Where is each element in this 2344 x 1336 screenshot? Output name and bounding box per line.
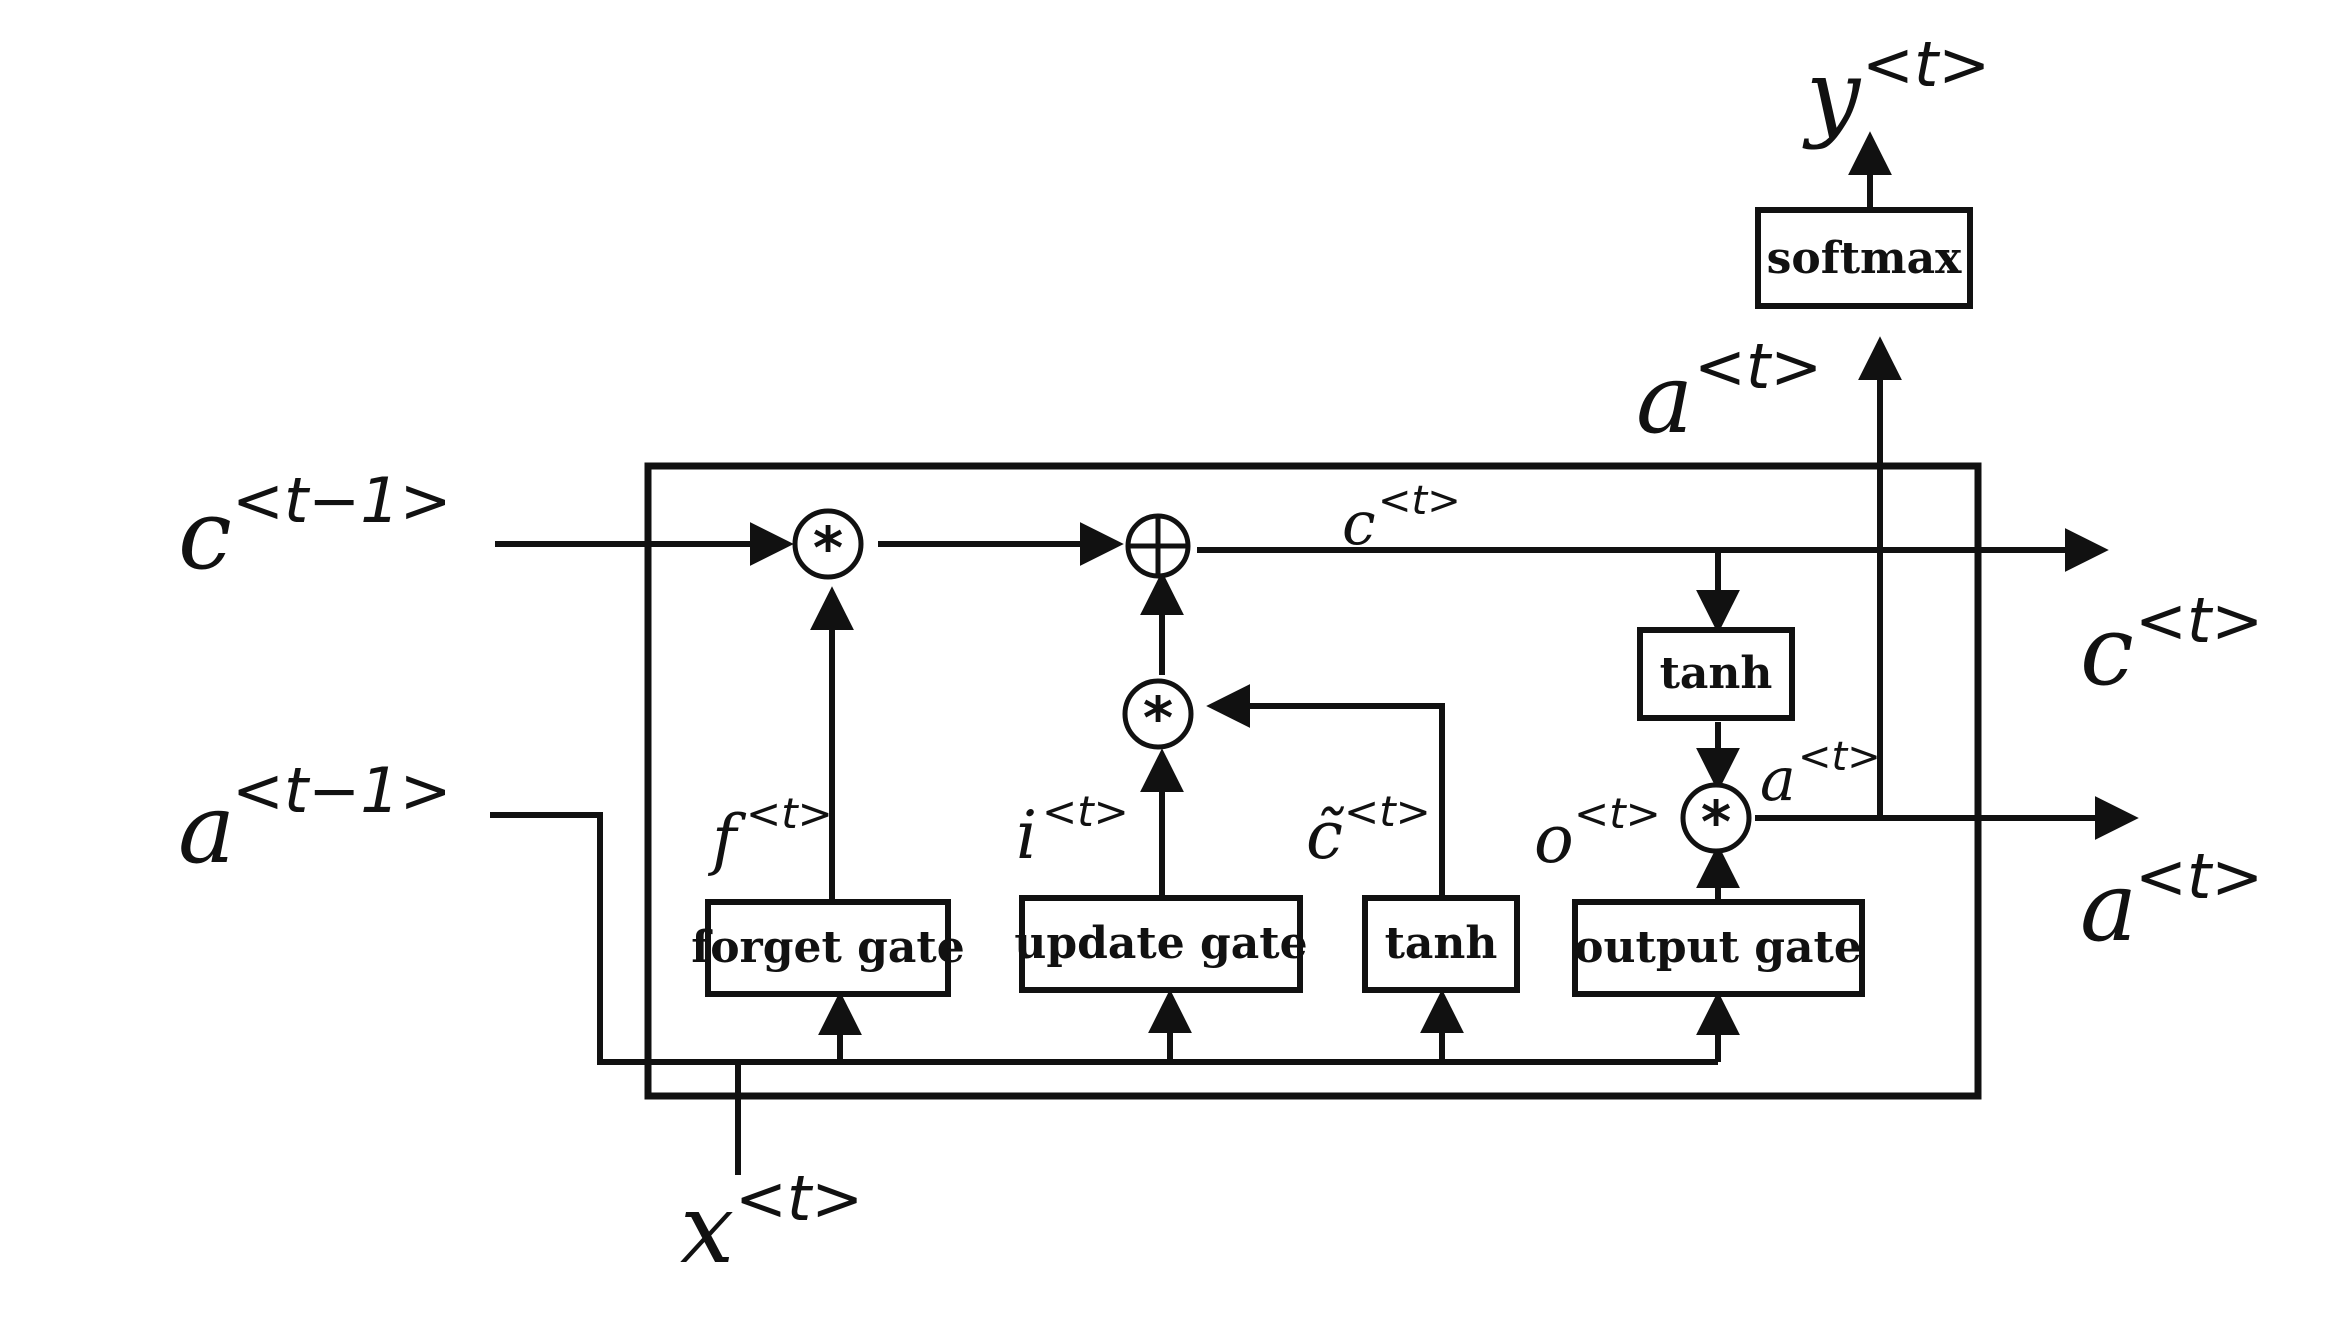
svg-text:a: a [1636, 343, 1693, 455]
update-multiply-operator: * [1122, 678, 1194, 752]
svg-text:<t>: <t> [2135, 840, 2263, 913]
c-prev-label: c <t−1> [178, 464, 452, 591]
svg-text:x: x [680, 1173, 734, 1285]
c-t-output-label: c <t> [2080, 584, 2263, 707]
svg-text:<t−1>: <t−1> [232, 754, 452, 827]
a-t-inner-label: a <t> [1760, 734, 1881, 815]
svg-text:*: * [1701, 788, 1731, 856]
softmax-label: softmax [1767, 233, 1962, 284]
svg-text:c: c [1342, 489, 1376, 559]
a-t-up-label: a <t> [1636, 330, 1822, 455]
svg-text:<t>: <t> [746, 789, 833, 838]
c-t-inner-label: c <t> [1342, 478, 1461, 559]
o-t-label: o <t> [1534, 789, 1661, 878]
softmax-box [1755, 207, 1973, 309]
svg-text:c: c [2080, 595, 2134, 707]
svg-text:a: a [2080, 851, 2137, 963]
svg-text:a: a [178, 773, 235, 885]
forget-multiply-operator: * [792, 508, 864, 582]
update-gate-label: update gate [1014, 918, 1307, 969]
svg-text:<t−1>: <t−1> [232, 464, 452, 537]
svg-text:y: y [1802, 39, 1862, 151]
output-gate-label: output gate [1574, 922, 1862, 973]
tanh-cell-label: tanh [1660, 648, 1773, 699]
a-prev-path [490, 812, 1718, 1065]
update-gate-box [1019, 895, 1303, 993]
svg-text:<t>: <t> [1574, 789, 1661, 838]
a-t-output-label: a <t> [2080, 840, 2263, 963]
y-t-label: y <t> [1802, 28, 1990, 151]
svg-text:*: * [1143, 684, 1173, 752]
svg-text:<t>: <t> [2135, 584, 2263, 657]
svg-text:*: * [813, 514, 843, 582]
i-t-label: i <t> [1016, 787, 1129, 874]
output-gate-box [1572, 899, 1865, 997]
f-t-label: f <t> [707, 789, 833, 878]
tanh-cell-box [1637, 627, 1795, 721]
lstm-cell-frame [644, 462, 1982, 1100]
svg-text:o: o [1534, 801, 1574, 878]
cell-add-operator [1125, 513, 1191, 579]
svg-text:<t>: <t> [1798, 734, 1881, 780]
svg-text:c: c [178, 479, 232, 591]
tanh-candidate-box [1362, 895, 1520, 993]
svg-text:a: a [1760, 745, 1796, 815]
svg-text:<t>: <t> [1042, 787, 1129, 836]
svg-text:f: f [707, 801, 747, 878]
svg-text:<t>: <t> [1344, 787, 1431, 836]
svg-text:<t>: <t> [1862, 28, 1990, 101]
svg-text:<t>: <t> [1694, 330, 1822, 403]
tanh-candidate-label: tanh [1385, 918, 1498, 969]
forget-gate-label: forget gate [691, 922, 964, 973]
candidate-to-multiply-line [1206, 684, 1445, 898]
forget-gate-box [705, 899, 951, 997]
svg-text:<t>: <t> [1378, 478, 1461, 524]
svg-text:i: i [1016, 797, 1037, 874]
c-tilde-t-label: c̃ <t> [1306, 787, 1431, 874]
output-multiply-operator: * [1680, 782, 1752, 856]
a-prev-label: a <t−1> [178, 754, 452, 885]
svg-text:c̃: c̃ [1306, 797, 1345, 874]
x-t-label: x <t> [680, 1162, 863, 1285]
svg-text:<t>: <t> [735, 1162, 863, 1235]
